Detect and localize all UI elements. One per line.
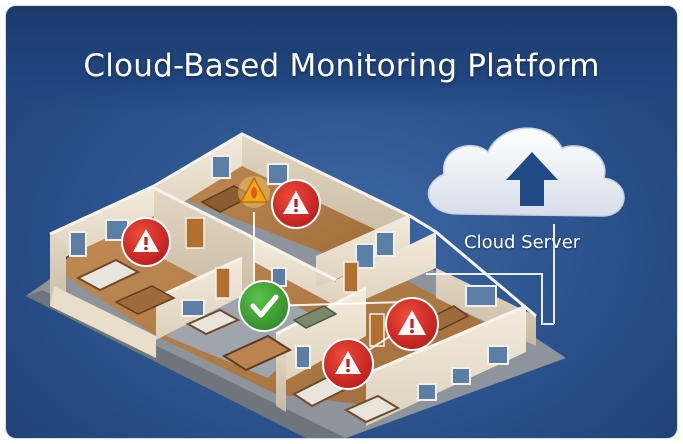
- upload-arrow-icon: [506, 152, 558, 206]
- building-scene: [26, 127, 625, 438]
- warning-marker: [322, 338, 374, 390]
- doors: [185, 217, 385, 347]
- windows: [69, 155, 509, 401]
- cloud-server-label: Cloud Server: [464, 232, 581, 253]
- furniture: [75, 185, 470, 424]
- building-walls: [49, 132, 537, 426]
- diagram-title: Cloud-Based Monitoring Platform: [83, 48, 600, 84]
- cloud-server-icon: [427, 127, 625, 217]
- warning-marker: [385, 297, 439, 351]
- title-band: [6, 6, 677, 114]
- warning-marker: [121, 217, 171, 267]
- check-marker: [238, 280, 290, 332]
- warning-marker: [271, 179, 321, 229]
- diagram-canvas: Cloud-Based Monitoring Platform: [6, 6, 677, 438]
- fire-marker: [238, 176, 270, 208]
